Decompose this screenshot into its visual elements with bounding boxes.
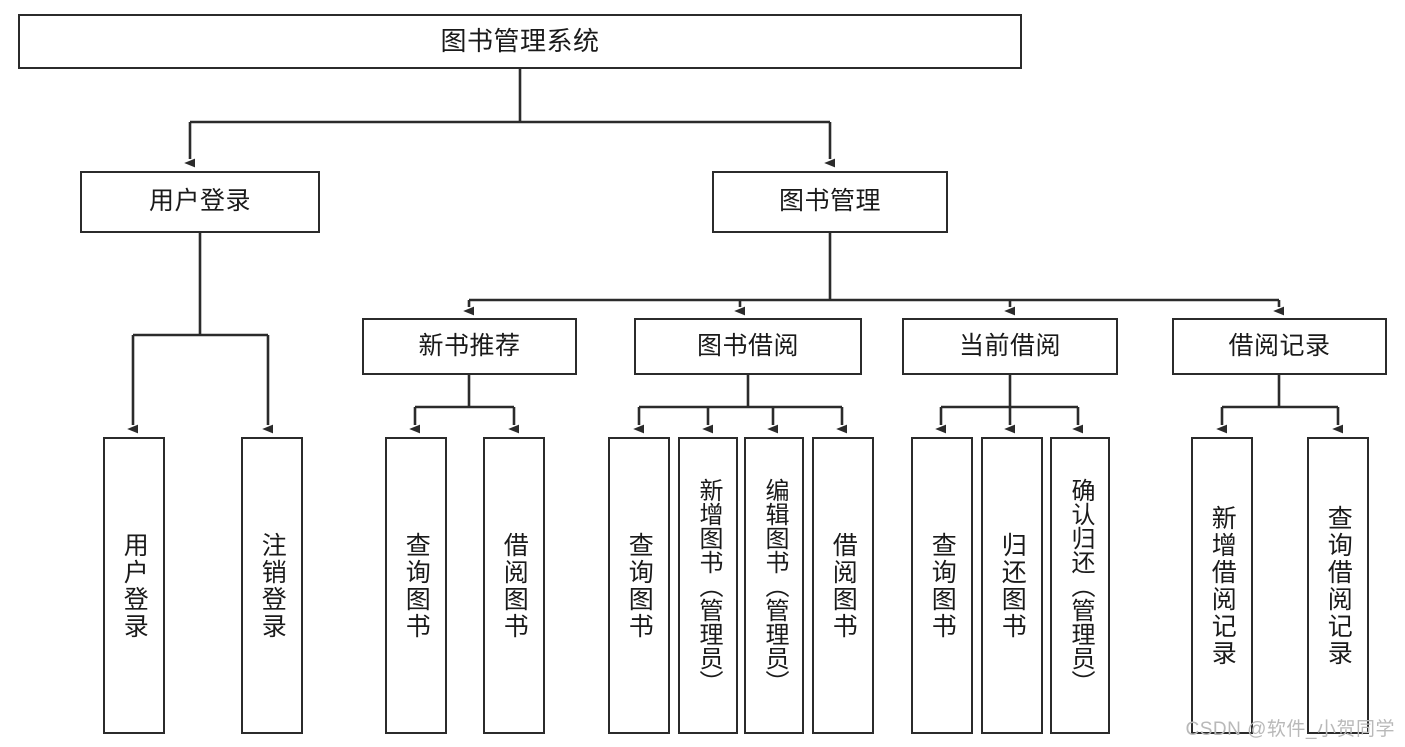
node-book-borrow[interactable]: 图书借阅 (634, 318, 862, 375)
leaf-current-query-book[interactable]: 查询图书 (911, 437, 973, 734)
node-borrow-record[interactable]: 借阅记录 (1172, 318, 1387, 375)
leaf-borrow-add-book[interactable]: 新增图书（管理员） (678, 437, 738, 734)
node-label: 确认归还（管理员） (1067, 477, 1094, 694)
node-label: 当前借阅 (958, 331, 1061, 360)
node-book-management[interactable]: 图书管理 (712, 171, 948, 233)
node-label: 借阅记录 (1228, 331, 1331, 360)
node-label: 归还图书 (998, 531, 1027, 640)
leaf-current-return-book[interactable]: 归还图书 (981, 437, 1043, 734)
node-label: 图书管理系统 (440, 26, 600, 57)
leaf-user-login-signout[interactable]: 注销登录 (241, 437, 303, 734)
node-label: 查询图书 (928, 531, 957, 640)
leaf-user-login-signin[interactable]: 用户登录 (103, 437, 165, 734)
leaf-new-book-borrow[interactable]: 借阅图书 (483, 437, 545, 734)
node-label: 新增图书（管理员） (695, 477, 722, 694)
node-label: 编辑图书（管理员） (761, 477, 788, 694)
node-label: 图书借阅 (696, 331, 799, 360)
leaf-record-add[interactable]: 新增借阅记录 (1191, 437, 1253, 734)
node-label: 用户登录 (120, 531, 149, 640)
node-label: 查询借阅记录 (1324, 504, 1353, 667)
node-label: 新增借阅记录 (1208, 504, 1237, 667)
node-label: 查询图书 (402, 531, 431, 640)
leaf-borrow-query-book[interactable]: 查询图书 (608, 437, 670, 734)
node-label: 查询图书 (625, 531, 654, 640)
node-label: 图书管理 (778, 187, 881, 216)
node-new-book-recommend[interactable]: 新书推荐 (362, 318, 577, 375)
node-label: 注销登录 (258, 531, 287, 640)
watermark: CSDN @软件_小贺同学 (1185, 719, 1395, 740)
node-user-login[interactable]: 用户登录 (80, 171, 320, 233)
node-label: 用户登录 (148, 187, 251, 216)
node-label: 新书推荐 (418, 331, 521, 360)
leaf-new-book-query[interactable]: 查询图书 (385, 437, 447, 734)
leaf-borrow-edit-book[interactable]: 编辑图书（管理员） (744, 437, 804, 734)
leaf-borrow-borrow-book[interactable]: 借阅图书 (812, 437, 874, 734)
node-label: 借阅图书 (829, 531, 858, 640)
node-current-borrow[interactable]: 当前借阅 (902, 318, 1118, 375)
node-label: 借阅图书 (500, 531, 529, 640)
node-root[interactable]: 图书管理系统 (18, 14, 1022, 69)
leaf-current-confirm-return[interactable]: 确认归还（管理员） (1050, 437, 1110, 734)
leaf-record-query[interactable]: 查询借阅记录 (1307, 437, 1369, 734)
